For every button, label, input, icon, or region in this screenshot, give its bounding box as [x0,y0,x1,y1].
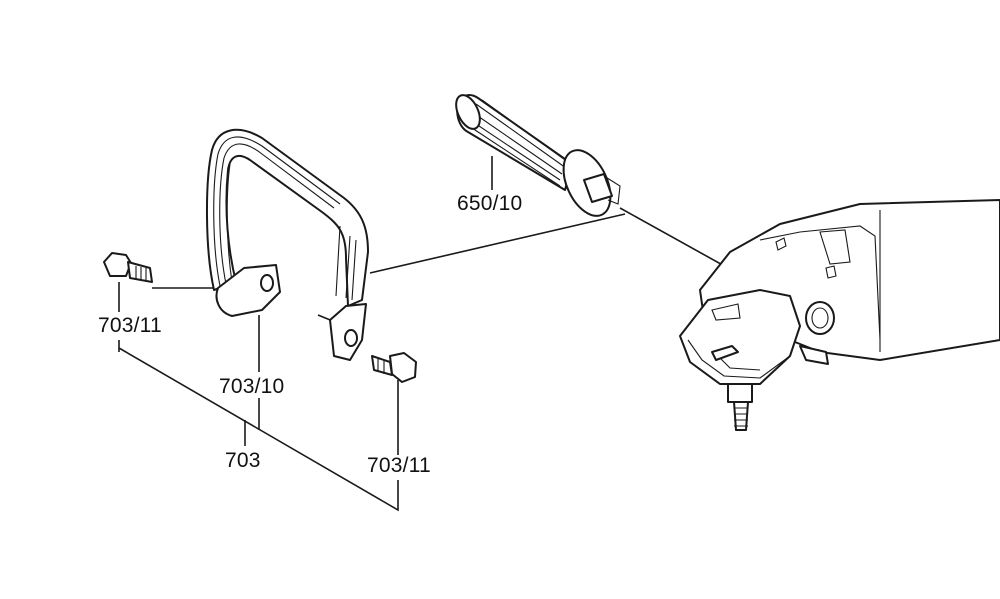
label-650-10: 650/10 [457,192,523,215]
bolt-left [103,252,153,283]
bow-handle [206,129,369,361]
side-grip [455,94,621,217]
leader-lines [118,156,729,512]
label-703: 703 [225,449,261,472]
label-703-10: 703/10 [219,375,285,398]
leader-grip-to-grinder [619,207,729,269]
angle-grinder [679,199,1000,431]
bolt-right [371,352,417,383]
leader-bow-to-grinder [369,213,626,274]
label-703-11-right: 703/11 [367,454,431,477]
label-703-11-left: 703/11 [98,314,162,337]
